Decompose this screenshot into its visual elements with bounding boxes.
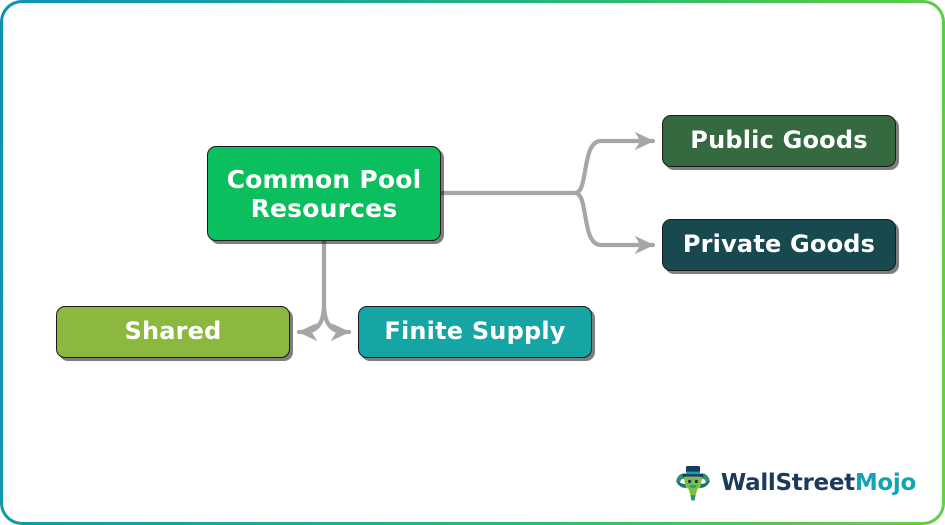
logo-wordmark: WallStreetMojo	[721, 470, 916, 496]
node-shared[interactable]: Shared	[56, 306, 290, 358]
logo-text-wallstreet: WallStreet	[720, 470, 855, 496]
node-finite-supply[interactable]: Finite Supply	[358, 306, 592, 358]
connector-layer	[296, 131, 656, 342]
node-public-goods[interactable]: Public Goods	[662, 115, 896, 167]
node-private-goods[interactable]: Private Goods	[662, 219, 896, 271]
edge-to-private-goods	[572, 190, 656, 255]
bull-mascot-icon	[675, 466, 710, 501]
node-label: Finite Supply	[384, 317, 566, 346]
node-common-pool-resources[interactable]: Common Pool Resources	[207, 146, 441, 241]
node-label: Public Goods	[690, 126, 868, 155]
logo-text-mojo: Mojo	[854, 470, 916, 496]
node-label: Common Pool Resources	[226, 164, 422, 223]
diagram-canvas: Common Pool Resources Public Goods Priva…	[3, 3, 942, 522]
edge-to-public-goods	[572, 131, 656, 196]
wallstreetmojo-logo[interactable]: WallStreetMojo	[672, 462, 916, 504]
edge-to-shared	[296, 300, 327, 342]
node-label: Private Goods	[682, 230, 876, 259]
edge-to-finite-supply	[321, 300, 352, 342]
node-label: Shared	[124, 317, 222, 346]
